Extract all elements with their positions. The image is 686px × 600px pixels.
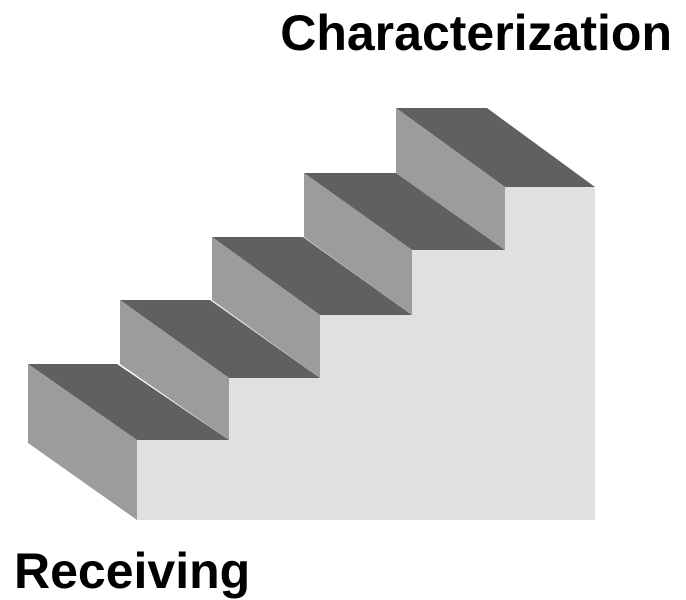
step-1-tread	[28, 364, 229, 440]
step-2-tread	[120, 300, 320, 378]
staircase-side-face	[137, 187, 595, 520]
step-1-riser	[28, 364, 137, 520]
step-5-riser	[396, 108, 505, 250]
step-2-riser	[120, 300, 229, 440]
bottom-step-label: Receiving	[14, 543, 251, 599]
step-4-tread	[304, 173, 505, 250]
step-3-riser	[212, 237, 320, 378]
top-step-label: Characterization	[280, 5, 672, 61]
step-3-tread	[212, 237, 412, 315]
step-5-tread	[396, 108, 595, 187]
step-4-riser	[304, 173, 412, 315]
